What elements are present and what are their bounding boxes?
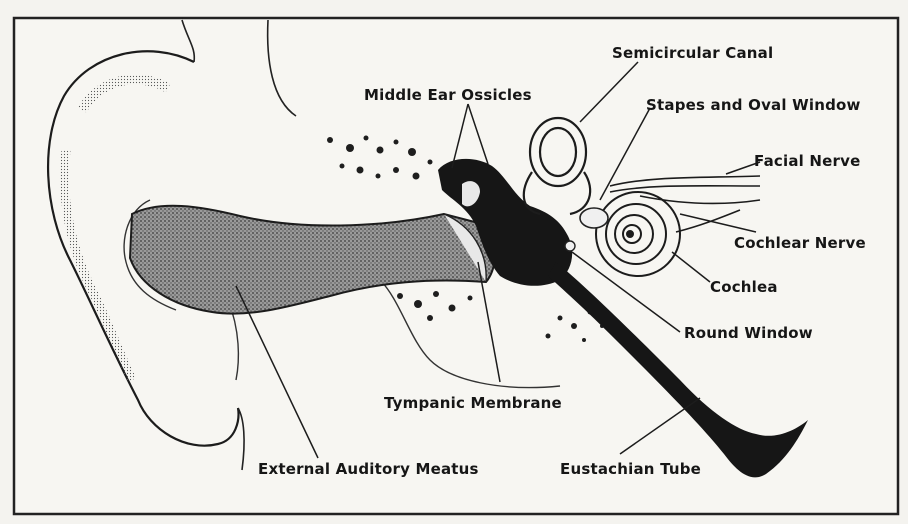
label-middle-ear-ossicles: Middle Ear Ossicles	[364, 86, 532, 104]
label-facial-nerve: Facial Nerve	[754, 152, 861, 170]
label-tympanic-membrane: Tympanic Membrane	[384, 394, 562, 412]
label-round-window: Round Window	[684, 324, 813, 342]
label-cochlear-nerve: Cochlear Nerve	[734, 234, 866, 252]
label-cochlea: Cochlea	[710, 278, 778, 296]
label-stapes-oval-window: Stapes and Oval Window	[646, 96, 861, 114]
label-eustachian-tube: Eustachian Tube	[560, 460, 701, 478]
label-semicircular-canal: Semicircular Canal	[612, 44, 773, 62]
round-window-shape	[565, 241, 575, 251]
vestibule	[580, 208, 608, 228]
label-external-auditory-meatus: External Auditory Meatus	[258, 460, 479, 478]
